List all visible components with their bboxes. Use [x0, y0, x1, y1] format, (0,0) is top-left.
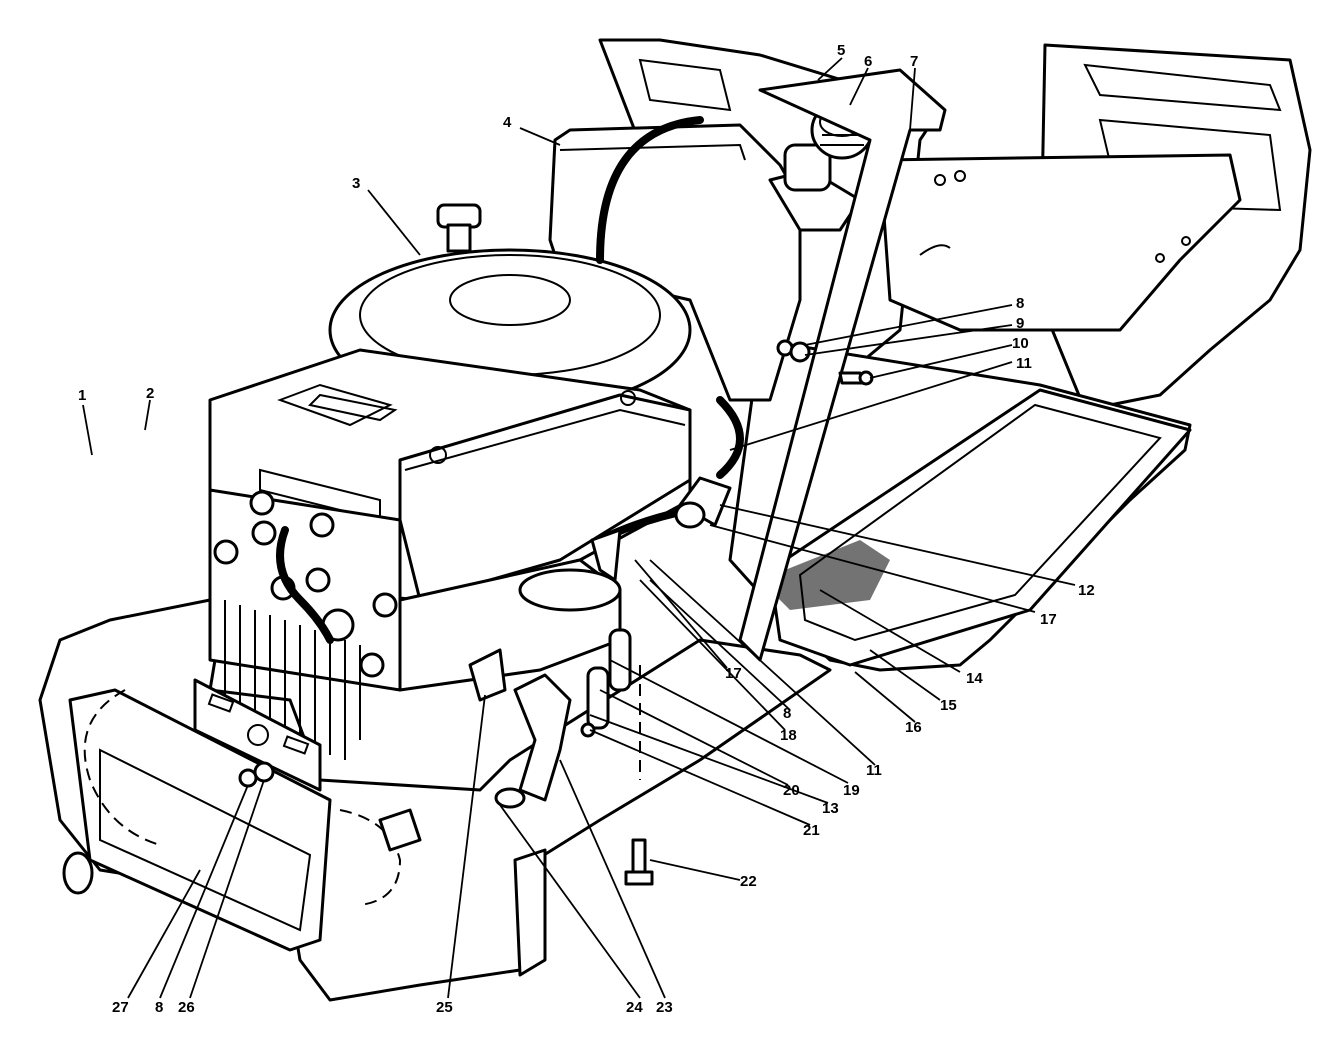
- callout-26: 26: [178, 999, 195, 1016]
- callout-3: 3: [352, 175, 360, 192]
- callout-11b: 11: [866, 762, 882, 779]
- callout-22: 22: [740, 873, 757, 890]
- callout-7: 7: [910, 53, 918, 70]
- callout-20: 20: [783, 782, 800, 799]
- callout-13: 13: [822, 800, 839, 817]
- callout-18: 18: [780, 727, 797, 744]
- callout-16: 16: [905, 719, 922, 736]
- callout-8c: 8: [155, 999, 163, 1016]
- callout-24: 24: [626, 999, 643, 1016]
- engine: [193, 203, 692, 792]
- callout-25: 25: [436, 999, 453, 1016]
- callout-15: 15: [940, 697, 957, 714]
- callout-1: 1: [78, 387, 86, 404]
- callout-8b: 8: [783, 705, 791, 722]
- callout-9: 9: [1016, 315, 1024, 332]
- callout-17b: 17: [725, 665, 742, 682]
- callout-10: 10: [1012, 335, 1029, 352]
- callout-8: 8: [1016, 295, 1024, 312]
- callout-23: 23: [656, 999, 673, 1016]
- callout-12: 12: [1078, 582, 1095, 599]
- hardware: [62, 339, 874, 895]
- callout-6: 6: [864, 53, 872, 70]
- callout-11: 11: [1016, 355, 1032, 372]
- callout-5: 5: [837, 42, 845, 59]
- callout-4: 4: [503, 114, 512, 131]
- callout-14: 14: [966, 670, 983, 687]
- callout-2: 2: [146, 385, 154, 402]
- callout-21: 21: [803, 822, 820, 839]
- callout-labels: 1 2 3 4 5 6 7 8 9 10 11 12 17 14 15 16 1…: [78, 42, 1095, 1016]
- callout-27: 27: [112, 999, 129, 1016]
- fuel-lines: [596, 116, 744, 544]
- callout-17: 17: [1040, 611, 1057, 628]
- leader-lines: [82, 57, 1076, 999]
- callout-19: 19: [843, 782, 860, 799]
